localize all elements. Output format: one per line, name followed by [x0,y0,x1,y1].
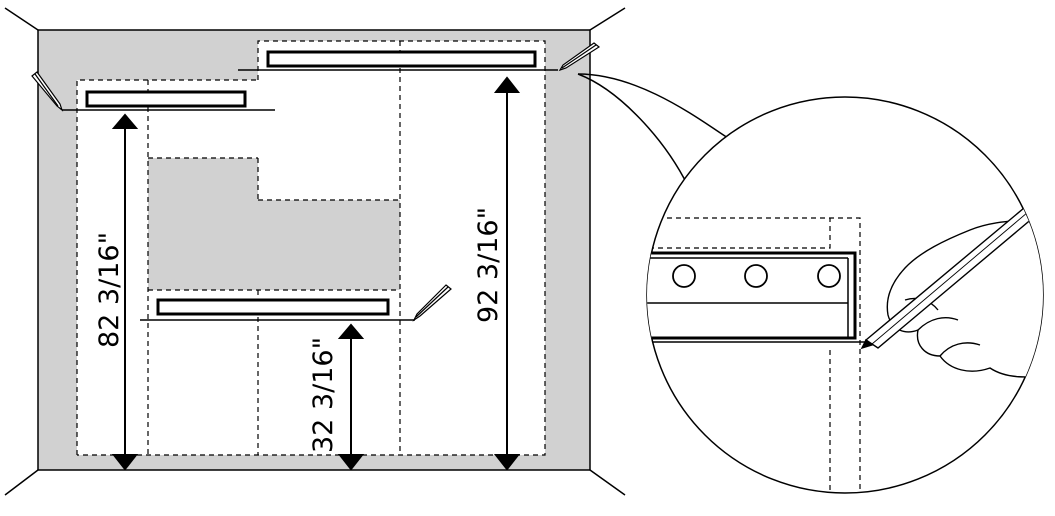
pencil-icon [412,284,452,322]
marking-lines [62,69,558,321]
rail-lower [156,298,390,316]
dimension-label-82: 82 3/16" [94,232,125,348]
magnifier-callout [577,73,1044,494]
room-perspective-lines [4,7,626,496]
dimension-arrows [111,76,521,471]
rail-upper [266,50,537,68]
dimension-label-92: 92 3/16" [473,207,504,323]
rail-left [85,90,247,108]
rail-hole [672,264,696,288]
rail-hole [817,264,841,288]
pencil-icon [558,42,601,72]
rail-closeup [647,251,857,340]
dimension-label-32: 32 3/16" [308,337,339,453]
cabinet-outlines [76,40,546,456]
pencil-icon [31,71,64,112]
gray-block [148,158,400,290]
hand-with-pencil-illustration [860,202,1043,378]
rail-hole [744,264,768,288]
rails [85,50,537,316]
